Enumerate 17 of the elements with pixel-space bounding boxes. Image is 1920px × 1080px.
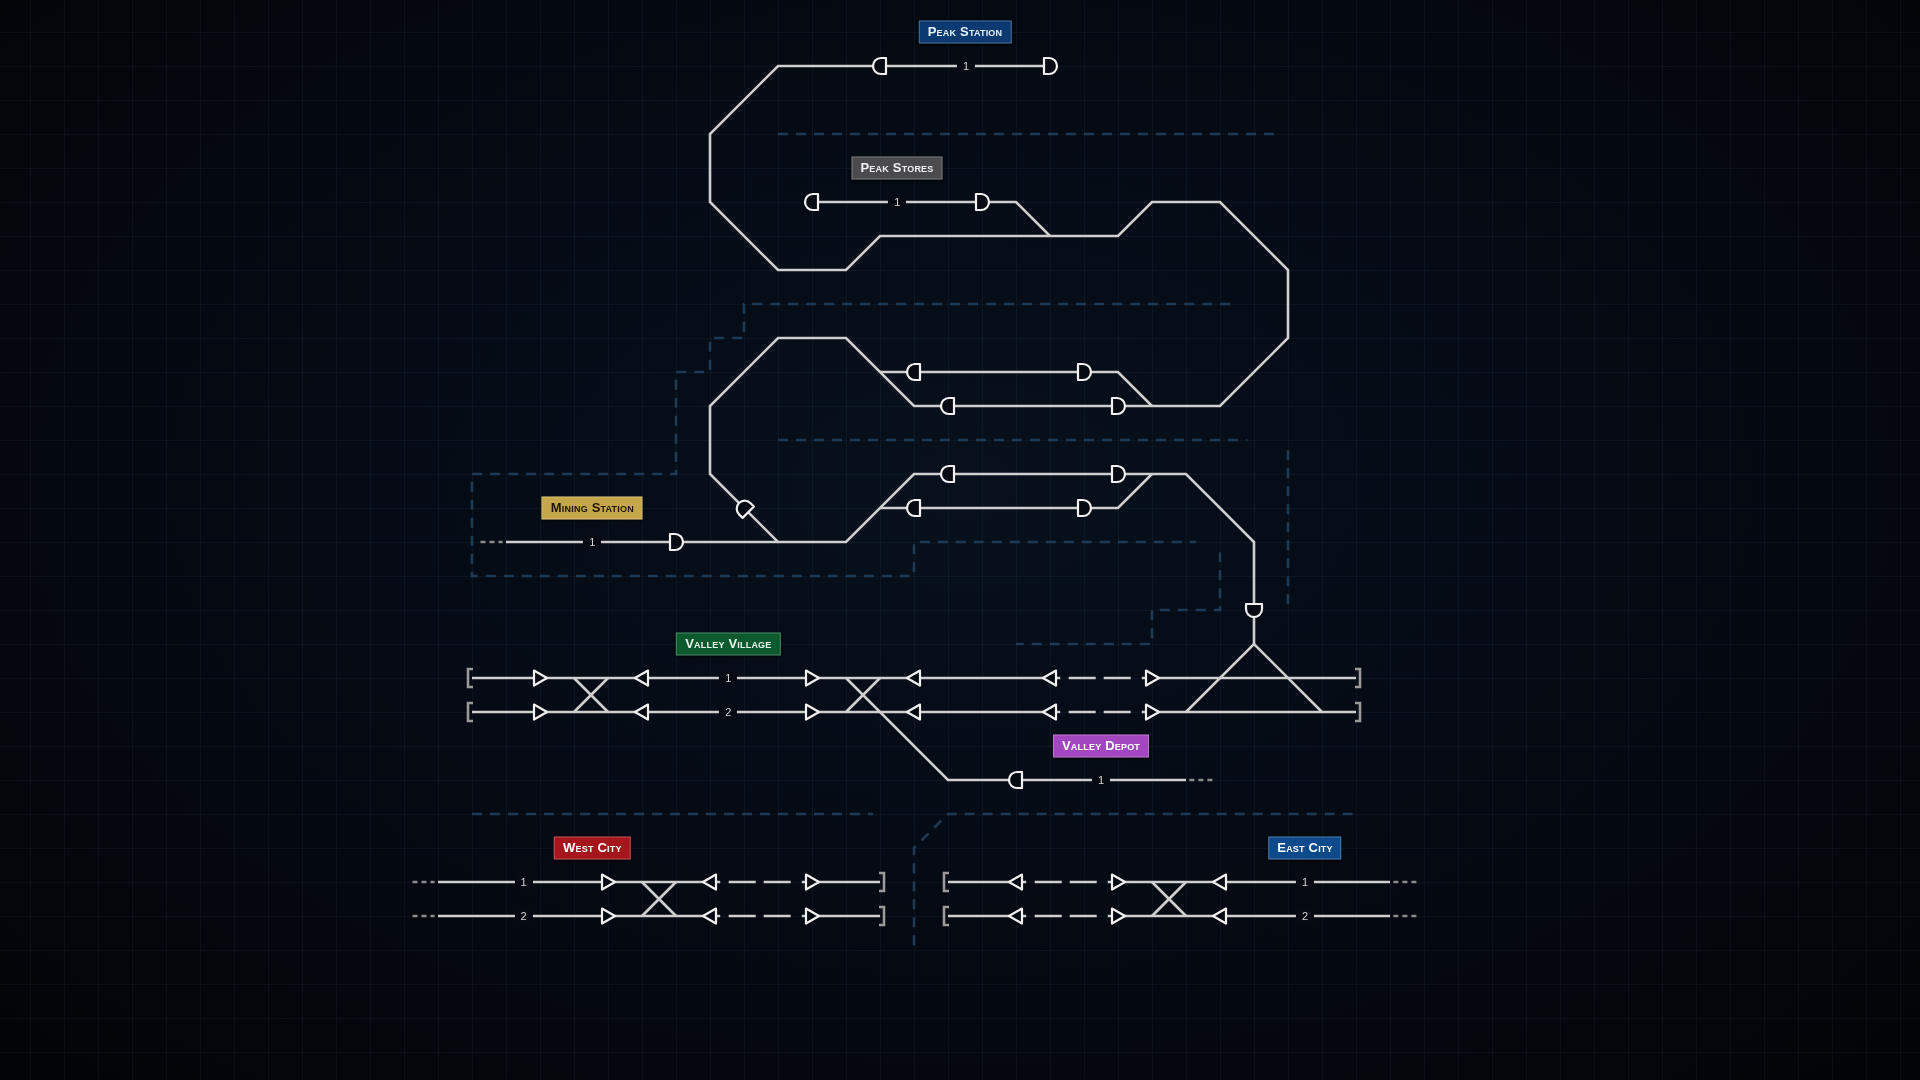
station-badge: West City [554, 836, 631, 860]
track-number: 2 [1295, 909, 1315, 923]
station-badge: Valley Depot [1052, 734, 1150, 758]
track-number: 2 [514, 909, 533, 923]
track-number: 1 [888, 195, 907, 209]
track-number: 1 [1295, 875, 1315, 889]
track-number: 1 [719, 671, 738, 685]
track-number: 1 [514, 875, 533, 889]
track-number: 1 [1091, 773, 1111, 787]
station-badge: East City [1268, 836, 1342, 860]
station-badge: Valley Village [676, 632, 781, 656]
track-number: 2 [719, 705, 738, 719]
track-number: 1 [956, 59, 976, 73]
station-badge: Peak Stores [851, 156, 943, 180]
station-badge: Mining Station [541, 496, 643, 520]
station-badge: Peak Station [918, 20, 1012, 44]
track-number: 1 [583, 535, 602, 549]
